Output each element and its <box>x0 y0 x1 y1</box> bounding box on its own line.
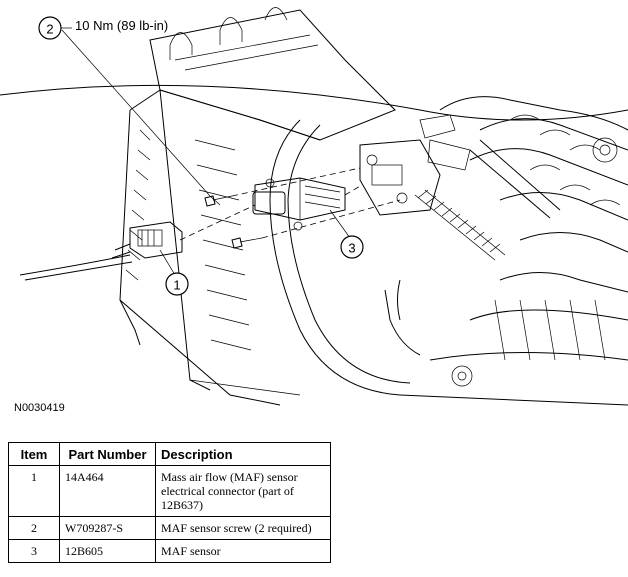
leader-line-1 <box>159 249 176 276</box>
install-line <box>179 204 256 241</box>
callout-2-label: 2 <box>46 22 53 37</box>
table-row: 1 14A464 Mass air flow (MAF) sensor elec… <box>8 465 331 517</box>
column-header-description: Description <box>155 442 331 466</box>
parts-table: Item Part Number Description 1 14A464 Ma… <box>8 442 331 563</box>
row-description: MAF sensor <box>155 539 331 563</box>
column-header-item: Item <box>8 442 60 466</box>
torque-spec-label: 10 Nm (89 lb-in) <box>75 18 169 33</box>
table-row: 3 12B605 MAF sensor <box>8 539 331 563</box>
callout-3: 3 <box>340 235 364 259</box>
table-header-row: Item Part Number Description <box>8 442 331 466</box>
row-part-number: 12B605 <box>59 539 156 563</box>
table-row: 2 W709287-S MAF sensor screw (2 required… <box>8 516 331 540</box>
row-description: MAF sensor screw (2 required) <box>155 516 331 540</box>
callout-2: 2 <box>38 16 72 40</box>
air-cleaner-housing <box>119 7 396 406</box>
air-duct <box>359 139 441 216</box>
intake-bellows <box>414 189 506 261</box>
maf-sensor-illustration: 2 1 3 <box>0 7 628 406</box>
intake-manifold <box>399 96 628 406</box>
callout-3-label: 3 <box>348 241 355 256</box>
row-part-number: 14A464 <box>59 465 156 517</box>
column-header-part-number: Part Number <box>59 442 156 466</box>
maf-electrical-connector <box>111 221 183 259</box>
hose-line <box>0 84 628 121</box>
row-item: 3 <box>8 539 60 563</box>
wire-harness <box>19 254 131 276</box>
maf-sensor <box>252 177 346 231</box>
row-item: 2 <box>8 516 60 540</box>
leader-line-3 <box>329 209 351 239</box>
leader-line-2 <box>61 29 211 197</box>
callout-1-label: 1 <box>173 278 180 293</box>
figure-id: N0030419 <box>14 402 65 414</box>
row-part-number: W709287-S <box>59 516 156 540</box>
row-description: Mass air flow (MAF) sensor electrical co… <box>155 465 331 517</box>
row-item: 1 <box>8 465 60 517</box>
callout-1: 1 <box>165 272 189 296</box>
